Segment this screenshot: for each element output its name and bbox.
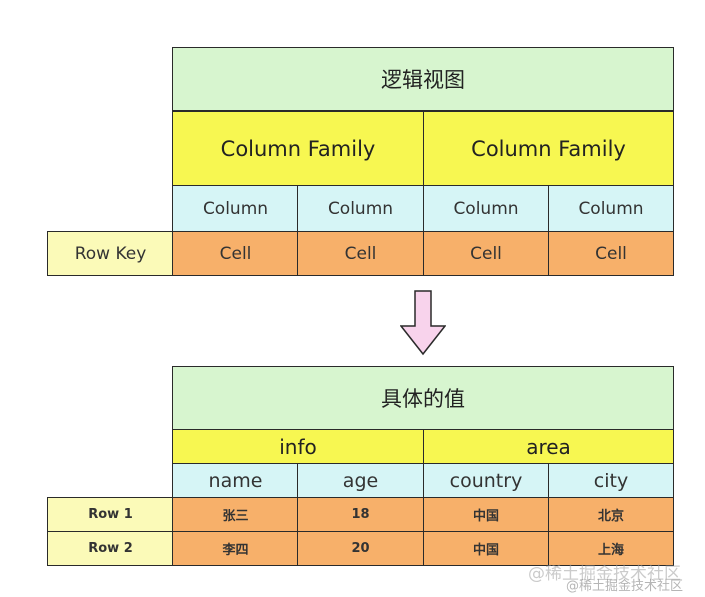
logical-family-2: Column Family (423, 111, 674, 186)
concrete-view-title: 具体的值 (172, 366, 674, 430)
row-2-country: 中国 (423, 531, 549, 566)
logical-family-1: Column Family (172, 111, 424, 186)
logical-column-2: Column (297, 185, 424, 233)
row-1-key: Row 1 (47, 497, 174, 532)
concrete-column-name: name (172, 463, 299, 498)
watermark-small: @稀土掘金技术社区 (566, 579, 684, 594)
logical-column-3: Column (423, 185, 549, 233)
row-2-name: 李四 (172, 531, 299, 566)
logical-view-title: 逻辑视图 (172, 47, 674, 111)
logical-column-4: Column (548, 185, 674, 233)
logical-cell-3: Cell (423, 231, 549, 276)
logical-cell-1: Cell (172, 231, 299, 276)
logical-cell-2: Cell (297, 231, 424, 276)
row-1-city: 北京 (548, 497, 674, 532)
row-2-key: Row 2 (47, 531, 174, 566)
row-1-country: 中国 (423, 497, 549, 532)
concrete-column-age: age (297, 463, 424, 498)
row-2-city: 上海 (548, 531, 674, 566)
concrete-column-city: city (548, 463, 674, 498)
concrete-family-area: area (423, 429, 674, 464)
logical-row-key: Row Key (47, 231, 174, 276)
row-1-age: 18 (297, 497, 424, 532)
row-1-name: 张三 (172, 497, 299, 532)
concrete-column-country: country (423, 463, 549, 498)
watermark-large: @稀土掘金技术社区 (528, 564, 681, 584)
logical-cell-4: Cell (548, 231, 674, 276)
row-2-age: 20 (297, 531, 424, 566)
logical-column-1: Column (172, 185, 299, 233)
down-arrow-icon (400, 290, 446, 356)
concrete-family-info: info (172, 429, 424, 464)
